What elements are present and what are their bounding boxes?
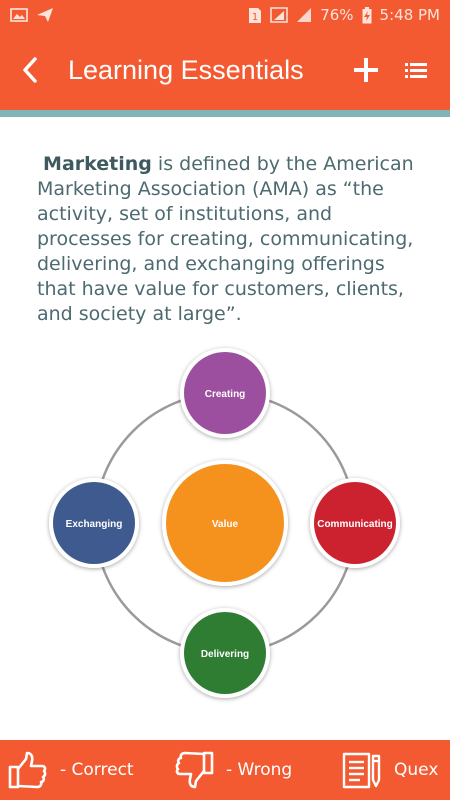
delivering-circle [184,612,266,694]
send-icon [37,8,53,22]
clock: 5:48 PM [379,6,440,24]
page-title: Learning Essentials [68,54,304,85]
svg-text:1: 1 [252,12,258,23]
list-icon [405,63,427,78]
status-bar: 1 76% 5:48 PM [0,0,450,30]
value-label: Value [212,519,239,530]
wrong-label: - Wrong [226,760,293,780]
chevron-left-icon [23,57,37,83]
list-menu-button[interactable] [398,52,434,88]
definition-term: Marketing [43,153,152,175]
sim-card-icon: 1 [249,7,262,23]
definition-body: is defined by the American Marketing Ass… [37,153,414,325]
gallery-icon [10,8,28,22]
app-bar: Learning Essentials [0,30,450,110]
center-node-value: Value [162,460,288,586]
marketing-cycle-diagram: Value Creating Communicating Delivering … [49,348,400,698]
battery-percent: 76% [320,6,354,24]
correct-button[interactable]: - Correct [8,740,134,800]
value-circle [166,464,284,582]
node-exchanging: Exchanging [49,478,139,568]
communicating-circle [314,482,396,564]
exchanging-circle [53,482,135,564]
exchanging-label: Exchanging [66,519,123,530]
battery-charging-icon [362,6,372,23]
quex-button[interactable]: Quex [342,740,438,800]
bottom-bar: - Correct - Wrong Quex [0,740,450,800]
notepad-pencil-icon [342,752,381,789]
communicating-label: Communicating [317,519,393,530]
definition-text: Marketing is defined by the American Mar… [37,152,422,327]
delivering-label: Delivering [201,649,249,660]
quex-label: Quex [394,760,439,780]
node-creating: Creating [180,348,270,438]
thumbs-up-icon [8,751,47,789]
creating-label: Creating [205,389,246,400]
thumbs-down-icon [175,751,214,789]
status-left [10,7,54,23]
cell-signal-icon [297,8,312,22]
back-button[interactable] [22,56,50,84]
add-button[interactable] [348,52,384,88]
correct-label: - Correct [60,760,134,780]
wrong-button[interactable]: - Wrong [174,740,292,800]
header-divider [0,110,450,117]
plus-icon [354,58,378,82]
node-communicating: Communicating [310,478,400,568]
status-right: 1 76% 5:48 PM [248,6,440,24]
node-delivering: Delivering [180,608,270,698]
network-signal-icon [270,7,288,23]
creating-circle [184,352,266,434]
